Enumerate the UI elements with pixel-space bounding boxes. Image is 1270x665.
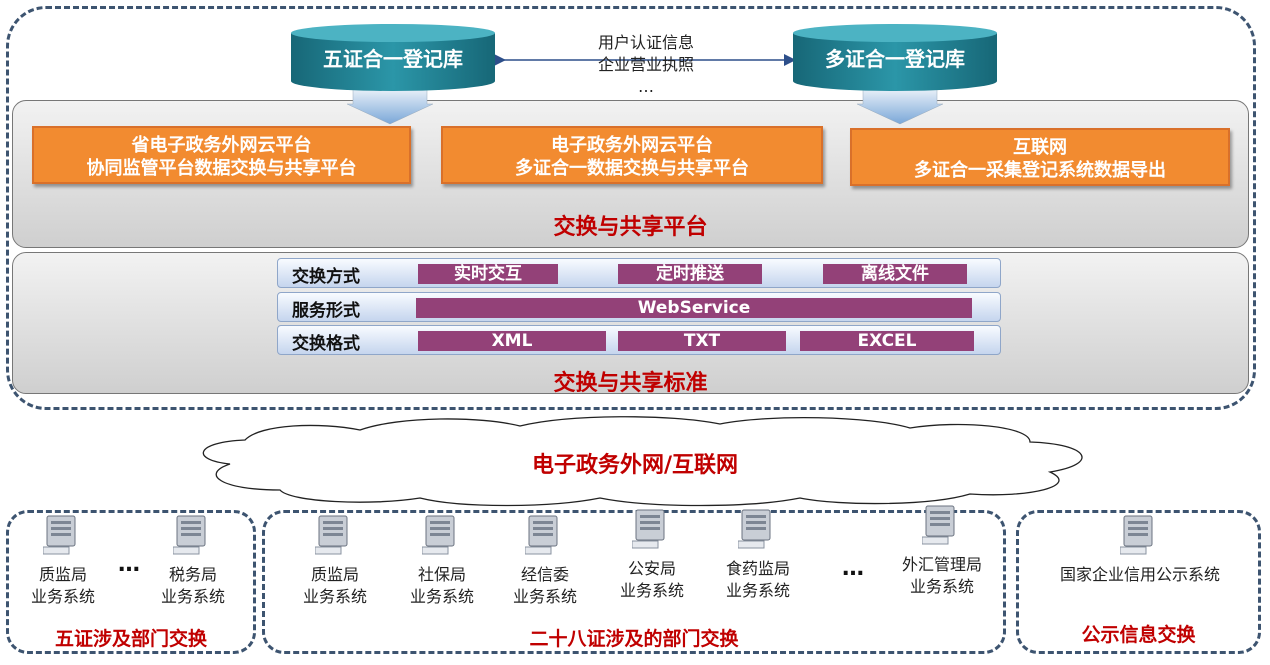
system-name: 经信委 xyxy=(520,565,569,584)
server-icon xyxy=(738,509,771,549)
box-line: 协同监管平台数据交换与共享平台 xyxy=(86,158,357,179)
system-label: 经信委 业务系统 xyxy=(490,564,600,608)
server-icon xyxy=(173,515,206,555)
note-line: 用户认证信息 xyxy=(597,33,694,52)
system-name: 公安局 xyxy=(627,559,676,578)
system-name: 外汇管理局 xyxy=(901,555,982,574)
system-name: 质监局 xyxy=(38,565,87,584)
box-line: 互联网 xyxy=(1013,137,1067,158)
system-label: 外汇管理局 业务系统 xyxy=(880,554,1004,598)
shared-info-note: 用户认证信息 企业营业执照 … xyxy=(566,32,726,98)
pill-offline: 离线文件 xyxy=(823,264,967,284)
database-label: 五证合一登记库 xyxy=(323,47,463,71)
row-service-form: 服务形式 WebService xyxy=(277,292,1001,322)
row-exchange-method: 交换方式 实时交互 定时推送 离线文件 xyxy=(277,258,1001,288)
box-line: 多证合一数据交换与共享平台 xyxy=(515,158,749,179)
system-name: 社保局 xyxy=(417,565,466,584)
box-line: 多证合一采集登记系统数据导出 xyxy=(914,160,1166,181)
system-label: 国家企业信用公示系统 xyxy=(1030,564,1250,586)
platform-title: 交换与共享平台 xyxy=(553,215,708,240)
pill-webservice: WebService xyxy=(416,298,972,318)
system-economic-commission: 经信委 业务系统 xyxy=(490,514,600,608)
system-sub: 业务系统 xyxy=(512,587,577,606)
double-arrow-connector xyxy=(494,54,796,66)
server-icon xyxy=(422,515,455,555)
pill-scheduled: 定时推送 xyxy=(618,264,762,284)
system-sub: 业务系统 xyxy=(909,577,974,596)
pill-excel: EXCEL xyxy=(800,331,974,351)
group-five-cert-departments xyxy=(6,510,256,654)
group-twenty-eight-cert-departments xyxy=(262,510,1006,654)
database-cylinder-icon xyxy=(291,24,495,91)
row-label: 交换方式 xyxy=(292,267,360,287)
system-label: 食药监局 业务系统 xyxy=(703,558,813,602)
database-multi-in-one: 多证合一登记库 xyxy=(792,23,998,93)
system-public-security: 公安局 业务系统 xyxy=(597,508,707,602)
server-icon xyxy=(525,515,558,555)
group-title: 五证涉及部门交换 xyxy=(54,628,207,650)
system-quality-supervision-2: 质监局 业务系统 xyxy=(280,514,390,608)
system-sub: 业务系统 xyxy=(619,581,684,600)
server-icon xyxy=(315,515,348,555)
standard-title: 交换与共享标准 xyxy=(553,371,708,396)
pill-xml: XML xyxy=(418,331,606,351)
cloud-network-icon xyxy=(202,416,1083,507)
note-line: … xyxy=(638,77,654,96)
system-name: 食药监局 xyxy=(725,559,790,578)
system-sub: 业务系统 xyxy=(30,587,95,606)
ellipsis: … xyxy=(118,552,140,577)
server-icon xyxy=(1120,515,1153,555)
system-name: 国家企业信用公示系统 xyxy=(1059,565,1220,584)
system-label: 公安局 业务系统 xyxy=(597,558,707,602)
group-title: 公示信息交换 xyxy=(1081,624,1196,646)
platform-box-internet: 互联网 多证合一采集登记系统数据导出 xyxy=(850,128,1230,186)
group-public-info xyxy=(1016,510,1261,654)
system-name: 质监局 xyxy=(310,565,359,584)
system-sub: 业务系统 xyxy=(409,587,474,606)
note-line: 企业营业执照 xyxy=(597,55,694,74)
system-social-security: 社保局 业务系统 xyxy=(387,514,497,608)
system-label: 质监局 业务系统 xyxy=(280,564,390,608)
upper-region-frame xyxy=(6,6,1256,410)
system-sub: 业务系统 xyxy=(725,581,790,600)
ellipsis: … xyxy=(842,556,864,581)
system-label: 质监局 业务系统 xyxy=(8,564,118,608)
platform-box-egov-cloud: 电子政务外网云平台 多证合一数据交换与共享平台 xyxy=(441,126,823,184)
system-national-credit-publicity: 国家企业信用公示系统 xyxy=(1030,514,1250,586)
database-five-in-one: 五证合一登记库 xyxy=(290,23,496,93)
platform-box-provincial: 省电子政务外网云平台 协同监管平台数据交换与共享平台 xyxy=(32,126,411,184)
server-icon xyxy=(632,509,665,549)
server-icon xyxy=(43,515,76,555)
row-label: 服务形式 xyxy=(292,301,360,321)
system-sub: 业务系统 xyxy=(160,587,225,606)
pill-txt: TXT xyxy=(618,331,786,351)
system-label: 税务局 业务系统 xyxy=(138,564,248,608)
system-quality-supervision: 质监局 业务系统 xyxy=(8,514,118,608)
system-label: 社保局 业务系统 xyxy=(387,564,497,608)
database-label: 多证合一登记库 xyxy=(825,47,965,71)
system-sub: 业务系统 xyxy=(302,587,367,606)
system-name: 税务局 xyxy=(168,565,217,584)
pill-realtime: 实时交互 xyxy=(418,264,558,284)
database-cylinder-icon xyxy=(793,24,997,91)
row-exchange-format: 交换格式 XML TXT EXCEL xyxy=(277,325,1001,355)
system-forex-admin: 外汇管理局 业务系统 xyxy=(880,504,1004,598)
server-icon xyxy=(922,505,955,545)
box-line: 省电子政务外网云平台 xyxy=(131,135,312,156)
network-label: 电子政务外网/互联网 xyxy=(531,453,739,478)
row-label: 交换格式 xyxy=(292,334,360,354)
box-line: 电子政务外网云平台 xyxy=(551,135,713,156)
system-tax-bureau: 税务局 业务系统 xyxy=(138,514,248,608)
group-title: 二十八证涉及的部门交换 xyxy=(529,628,739,650)
system-food-drug: 食药监局 业务系统 xyxy=(703,508,813,602)
